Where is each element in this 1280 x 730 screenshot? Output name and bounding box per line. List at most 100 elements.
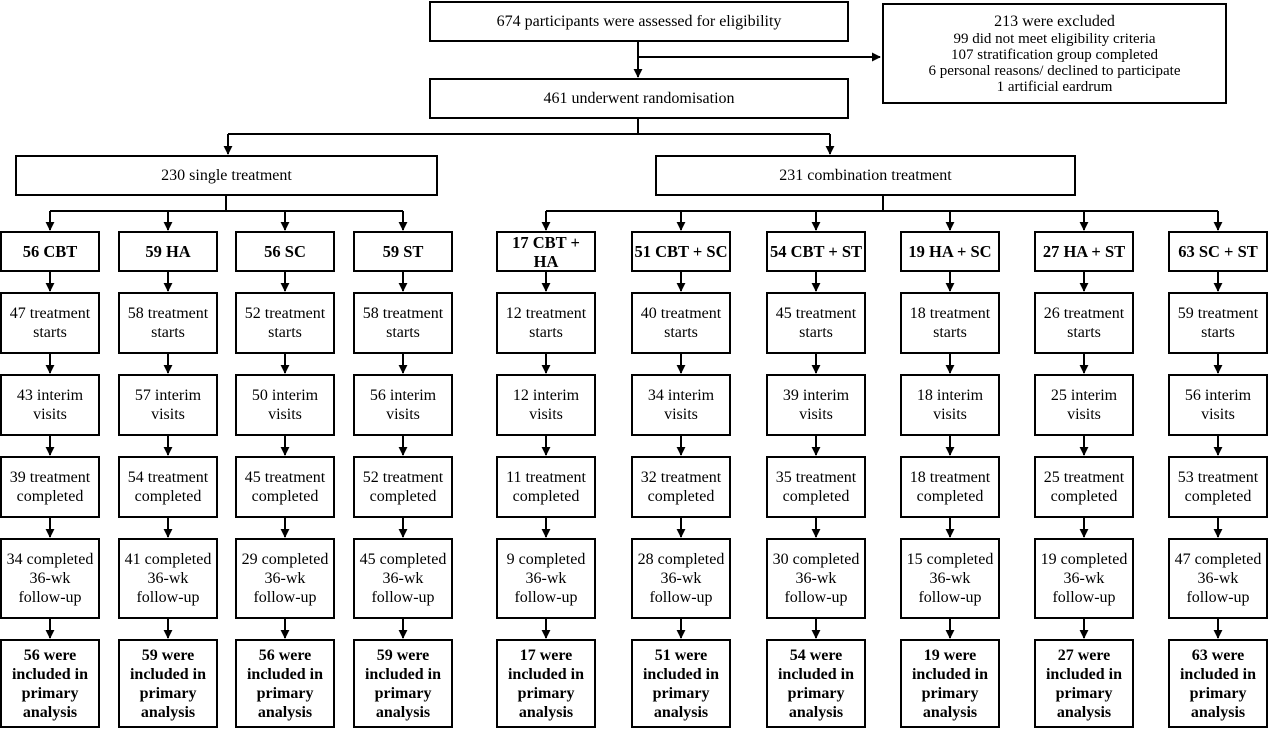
- box-text-line: 58 treatment: [362, 305, 444, 322]
- arm-name-box: 63 SC + ST: [1168, 231, 1268, 272]
- box-text-line: primary: [652, 684, 710, 702]
- box-text-line: primary: [374, 684, 432, 702]
- box-text-line: 51 CBT + SC: [634, 242, 728, 261]
- box-text-line: primary: [517, 684, 575, 702]
- box-text-line: completed: [1050, 488, 1118, 505]
- box-text-line: 52 treatment: [362, 469, 444, 486]
- combination-treatment-text: 231 combination treatment: [779, 167, 952, 184]
- box-text-line: visits: [799, 406, 833, 423]
- box-text-line: 26 treatment: [1043, 305, 1125, 322]
- box-text-line: 30 completed: [772, 551, 860, 568]
- box-text-line: visits: [151, 406, 185, 423]
- box-text-line: starts: [1201, 324, 1235, 341]
- box-text-line: 18 treatment: [909, 305, 991, 322]
- box-text-line: included in: [911, 665, 989, 683]
- box-text-line: primary: [787, 684, 845, 702]
- arm-name-box: 27 HA + ST: [1034, 231, 1134, 272]
- box-text-line: 63 SC + ST: [1178, 242, 1258, 261]
- box-text-line: 12 treatment: [505, 305, 587, 322]
- box-text-line: 52 treatment: [244, 305, 326, 322]
- arm-name-box: 59 ST: [353, 231, 453, 272]
- box-text-line: starts: [386, 324, 420, 341]
- box-text-line: 36-wk: [1063, 570, 1105, 587]
- box-text-line: visits: [664, 406, 698, 423]
- box-text-line: 17 CBT + HA: [512, 232, 580, 271]
- box-text-line: 18 treatment: [909, 469, 991, 486]
- box-text-line: analysis: [140, 703, 196, 721]
- box-text-line: 17 were: [519, 646, 573, 664]
- box-text-line: 9 completed: [506, 551, 586, 568]
- single-treatment-box: 230 single treatment: [15, 155, 438, 196]
- interim-visits-box: 43 interim visits: [0, 374, 100, 436]
- box-text-line: 15 completed: [906, 551, 994, 568]
- box-text-line: primary: [256, 684, 314, 702]
- box-text-line: visits: [386, 406, 420, 423]
- box-text-line: starts: [799, 324, 833, 341]
- arm-name-box: 59 HA: [118, 231, 218, 272]
- excluded-reason: 107 stratification group completed: [950, 47, 1159, 63]
- followup-box: 30 completed 36-wk follow-up: [766, 538, 866, 619]
- box-text-line: visits: [529, 406, 563, 423]
- box-text-line: completed: [512, 488, 580, 505]
- box-text-line: included in: [11, 665, 89, 683]
- excluded-reason: 1 artificial eardrum: [996, 79, 1113, 95]
- box-text-line: 34 completed: [6, 551, 94, 568]
- box-text-line: 36-wk: [795, 570, 837, 587]
- box-text-line: 43 interim: [16, 387, 84, 404]
- box-text-line: completed: [134, 488, 202, 505]
- box-text-line: completed: [782, 488, 850, 505]
- box-text-line: 56 interim: [369, 387, 437, 404]
- box-text-line: starts: [529, 324, 563, 341]
- assessed-text: 674 participants were assessed for eligi…: [496, 13, 782, 30]
- box-text-line: primary: [139, 684, 197, 702]
- box-text-line: 59 ST: [382, 242, 424, 261]
- box-text-line: included in: [1179, 665, 1257, 683]
- box-text-line: 54 treatment: [127, 469, 209, 486]
- box-text-line: follow-up: [649, 589, 713, 606]
- box-text-line: analysis: [22, 703, 78, 721]
- assessed-box: 674 participants were assessed for eligi…: [429, 1, 849, 42]
- box-text-line: 25 treatment: [1043, 469, 1125, 486]
- box-text-line: 59 treatment: [1177, 305, 1259, 322]
- combination-treatment-box: 231 combination treatment: [655, 155, 1076, 196]
- box-text-line: 47 completed: [1174, 551, 1262, 568]
- treatment-starts-box: 12 treatment starts: [496, 292, 596, 354]
- box-text-line: included in: [364, 665, 442, 683]
- box-text-line: follow-up: [784, 589, 848, 606]
- box-text-line: 28 completed: [637, 551, 725, 568]
- box-text-line: 29 completed: [241, 551, 329, 568]
- box-text-line: 59 were: [376, 646, 430, 664]
- box-text-line: 50 interim: [251, 387, 319, 404]
- box-text-line: completed: [647, 488, 715, 505]
- box-text-line: completed: [916, 488, 984, 505]
- excluded-box: 213 were excluded 99 did not meet eligib…: [882, 3, 1227, 104]
- box-text-line: 19 were: [923, 646, 977, 664]
- box-text-line: follow-up: [514, 589, 578, 606]
- box-text-line: 27 were: [1057, 646, 1111, 664]
- box-text-line: analysis: [922, 703, 978, 721]
- box-text-line: 36-wk: [147, 570, 189, 587]
- box-text-line: visits: [33, 406, 67, 423]
- box-text-line: analysis: [257, 703, 313, 721]
- box-text-line: starts: [664, 324, 698, 341]
